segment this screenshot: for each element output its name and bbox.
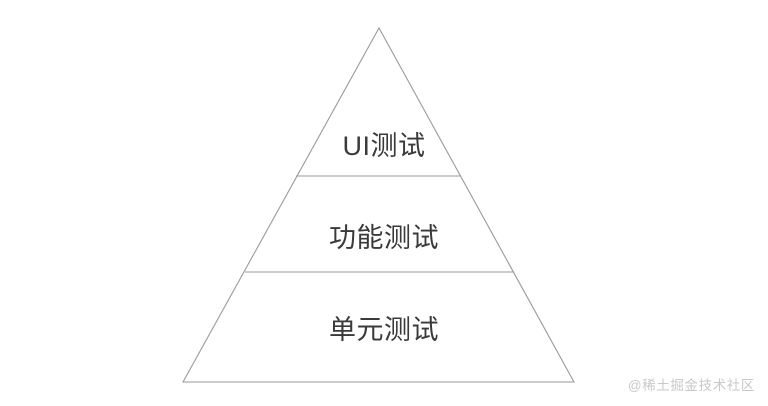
watermark-text: @稀土掘金技术社区 (627, 378, 755, 393)
pyramid-outline (182, 26, 575, 383)
